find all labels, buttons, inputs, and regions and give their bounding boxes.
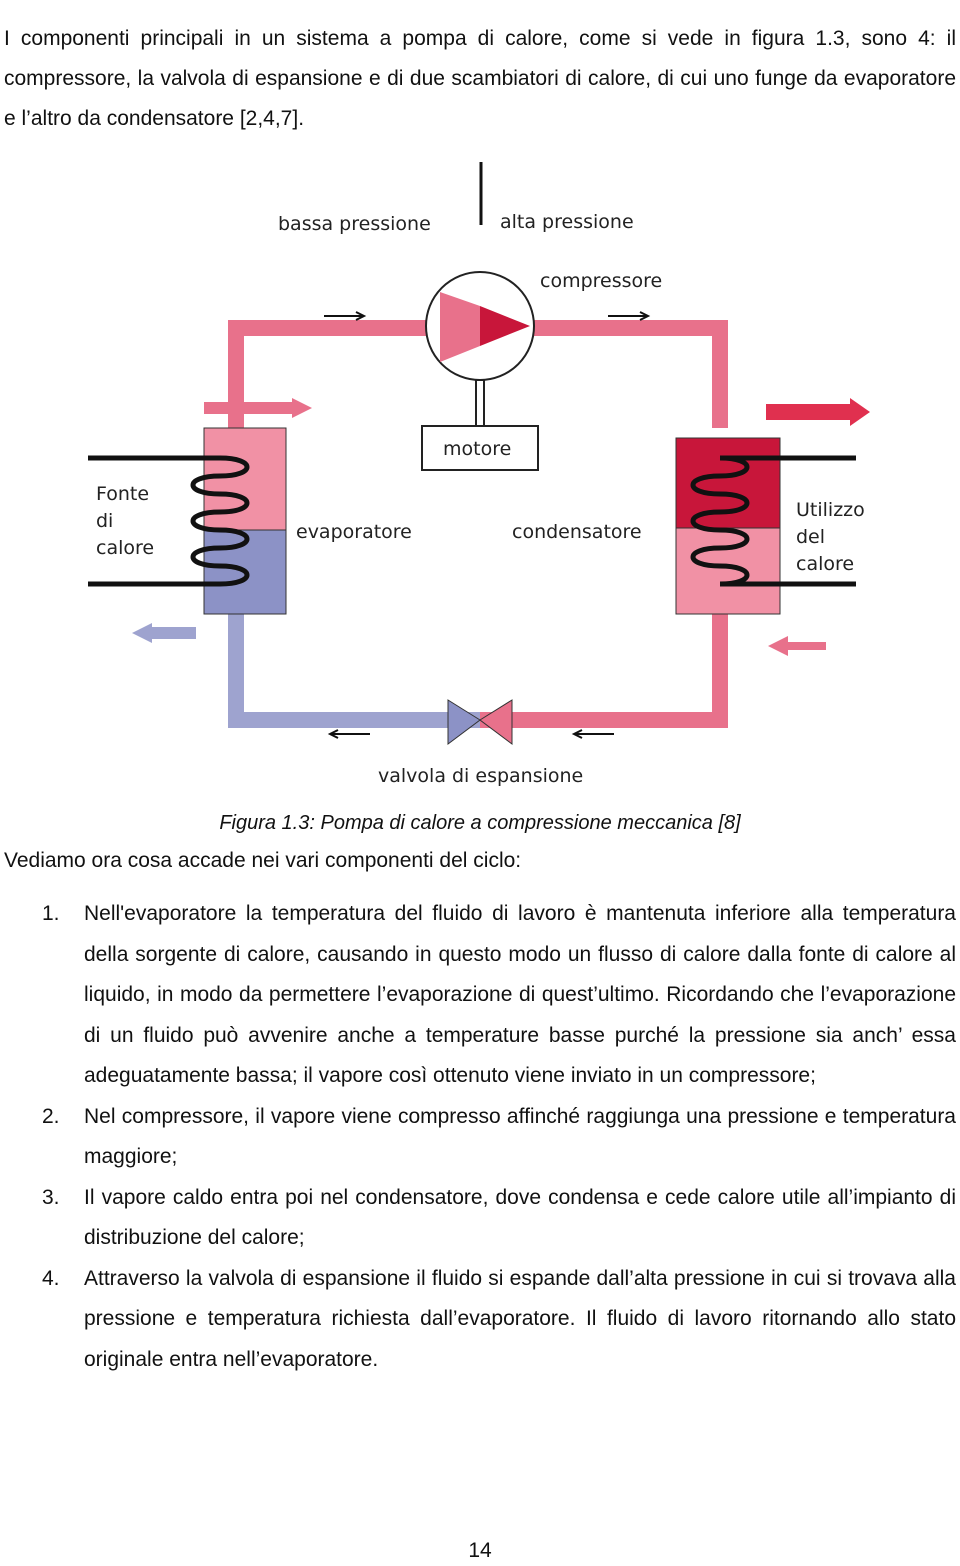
pipe-bottom-left	[228, 712, 480, 728]
heat-source-label-2: di	[96, 510, 113, 532]
evaporator-label: evaporatore	[296, 521, 412, 543]
list-item: 4. Attraverso la valvola di espansione il…	[0, 1259, 956, 1381]
list-number: 1.	[42, 902, 60, 925]
pipe-left-bottom	[228, 612, 244, 720]
list-intro: Vediamo ora cosa accade nei vari compone…	[4, 849, 522, 872]
list-number: 3.	[42, 1185, 60, 1209]
return-in-arrow-icon	[768, 636, 826, 656]
heat-pump-diagram: bassa pressione alta pressione compresso…	[80, 150, 880, 800]
intro-paragraph: I componenti principali in un sistema a …	[4, 27, 956, 130]
list-number: 4.	[42, 1266, 60, 1290]
list-text: Nell'evaporatore la temperatura del flui…	[84, 902, 956, 1087]
page-number: 14	[468, 1539, 492, 1562]
heat-use-label: Utilizzo	[796, 499, 865, 521]
heat-use-label-3: calore	[796, 553, 854, 575]
component-list: 1. Nell'evaporatore la temperatura del fl…	[0, 894, 956, 1380]
list-number: 2.	[42, 1104, 60, 1128]
heat-use-label-2: del	[796, 526, 825, 548]
list-item: 2. Nel compressore, il vapore viene compr…	[0, 1097, 956, 1178]
list-text: Nel compressore, il vapore viene compres…	[84, 1104, 956, 1169]
refrigerant-loop	[228, 320, 728, 728]
figure-caption: Figura 1.3: Pompa di calore a compressio…	[219, 812, 741, 834]
pipe-top-right	[480, 320, 728, 336]
motor-shaft	[475, 379, 485, 427]
expansion-valve-label: valvola di espansione	[378, 765, 583, 787]
list-text: Attraverso la valvola di espansione il f…	[84, 1266, 956, 1371]
pipe-top-left	[228, 320, 480, 336]
heat-source-label-3: calore	[96, 537, 154, 559]
motor-label: motore	[443, 438, 511, 460]
evaporator-unit	[88, 427, 287, 615]
compressor-label: compressore	[540, 270, 662, 292]
flow-arrow-icon	[324, 311, 651, 739]
condenser-label: condensatore	[512, 521, 642, 543]
high-pressure-label: alta pressione	[500, 211, 634, 233]
condenser-unit	[675, 437, 856, 615]
low-pressure-label: bassa pressione	[278, 213, 431, 235]
list-item: 1. Nell'evaporatore la temperatura del fl…	[0, 894, 956, 1097]
heat-out-arrow-icon	[766, 398, 870, 426]
pipe-bottom-right	[480, 712, 728, 728]
expansion-valve-icon	[447, 699, 513, 745]
heat-source-label: Fonte	[96, 483, 149, 505]
pipe-right-bottom	[712, 612, 728, 720]
cold-out-arrow-icon	[132, 623, 196, 643]
list-item: 3. Il vapore caldo entra poi nel condensa…	[0, 1178, 956, 1259]
compressor-icon	[425, 271, 535, 381]
heat-in-arrow-icon	[204, 398, 312, 418]
motor-box	[421, 425, 539, 471]
list-text: Il vapore caldo entra poi nel condensato…	[84, 1185, 956, 1250]
pipe-right-top	[712, 328, 728, 428]
